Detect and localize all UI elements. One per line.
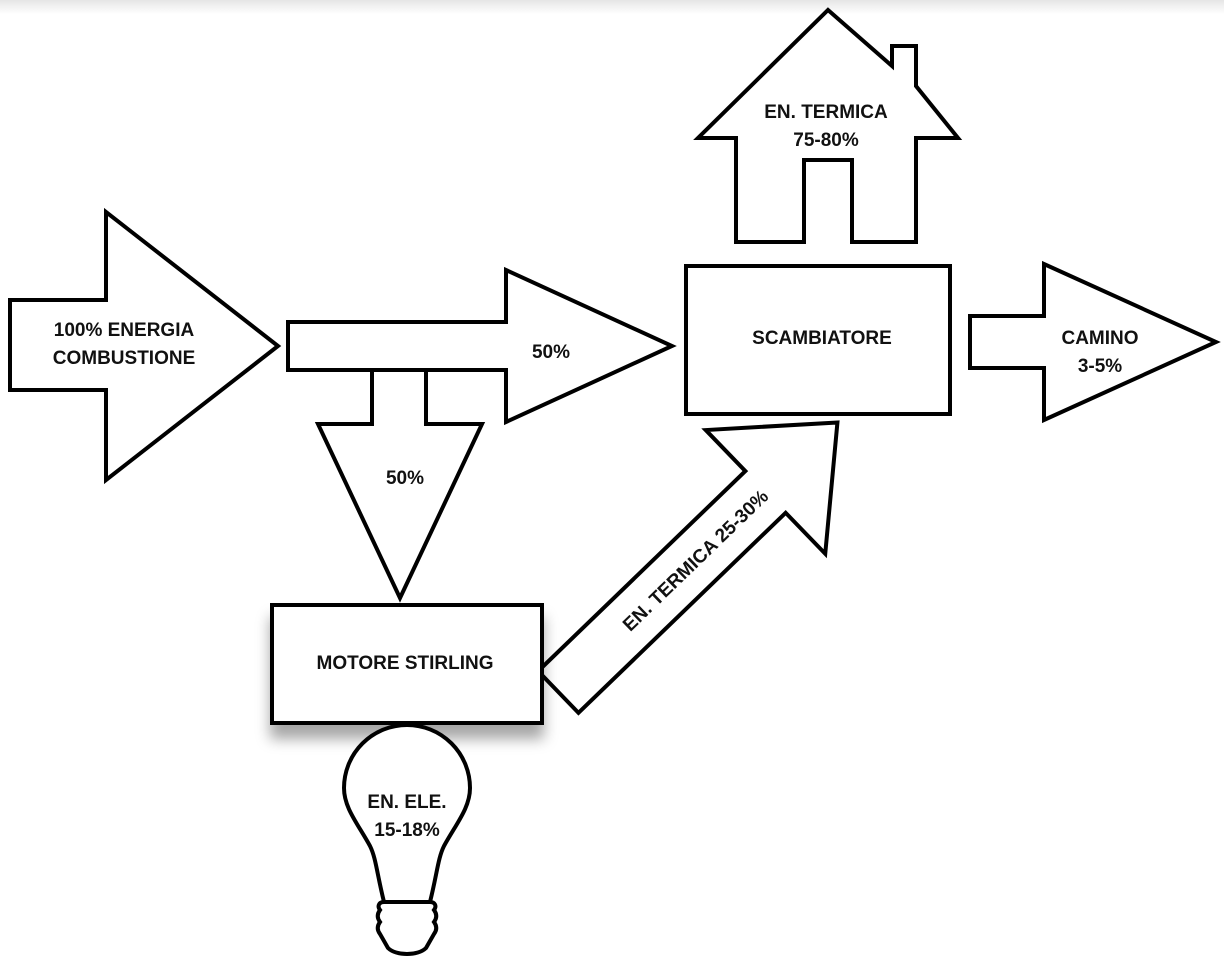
house-thermal-output: EN. TERMICA 75-80%	[693, 7, 963, 244]
thermal-recovery-arrow: EN. TERMICA 25-30%	[535, 420, 840, 716]
input-energy-arrow: 100% ENERGIA COMBUSTIONE	[8, 207, 282, 485]
exchanger-label: SCAMBIATORE	[752, 328, 892, 349]
chimney-arrow: CAMINO 3-5%	[968, 260, 1221, 424]
house-label-line2: 75-80%	[793, 130, 859, 151]
lightbulb-icon: EN. ELE. 15-18%	[341, 723, 473, 956]
stirling-branch-label: 50%	[386, 468, 424, 489]
exchanger-branch-label: 50%	[532, 342, 570, 363]
stirling-branch-arrow: 50%	[314, 364, 486, 603]
input-energy-label-line1: 100% ENERGIA	[54, 320, 195, 341]
house-label-line1: EN. TERMICA	[764, 102, 888, 123]
input-energy-label-line2: COMBUSTIONE	[53, 348, 196, 369]
stirling-engine-box: MOTORE STIRLING	[270, 603, 544, 725]
thermal-recovery-label: EN. TERMICA 25-30%	[619, 486, 773, 636]
stirling-engine-label: MOTORE STIRLING	[317, 653, 494, 674]
chimney-label-line2: 3-5%	[1078, 356, 1122, 377]
exchanger-box: SCAMBIATORE	[684, 264, 952, 416]
bulb-label-line1: EN. ELE.	[367, 792, 446, 813]
chimney-label-line1: CAMINO	[1061, 328, 1138, 349]
bulb-label-line2: 15-18%	[374, 820, 440, 841]
exchanger-branch-arrow: 50%	[286, 266, 677, 426]
